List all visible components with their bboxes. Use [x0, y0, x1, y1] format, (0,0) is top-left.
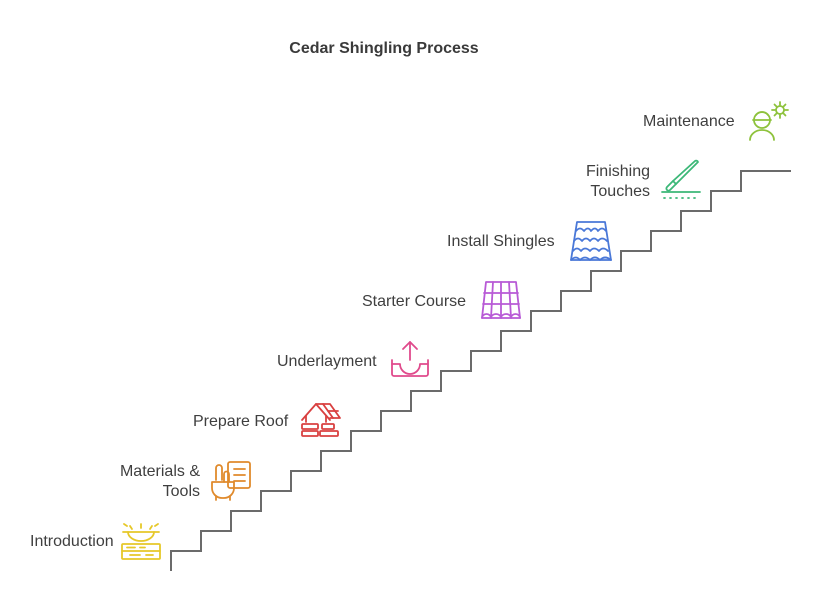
diagram-title: Cedar Shingling Process — [289, 40, 479, 57]
upload-tray-icon — [391, 341, 429, 377]
staircase-line — [170, 170, 791, 571]
knife-icon — [661, 159, 701, 199]
worker-gear-icon — [749, 101, 789, 141]
step-label-underlayment: Underlayment — [277, 353, 377, 370]
sun-plank-icon — [121, 523, 161, 560]
step-label-prepare-roof: Prepare Roof — [193, 413, 289, 430]
step-label-introduction: Introduction — [30, 533, 114, 550]
tools-list-icon — [211, 461, 251, 501]
step-label-install-shingles: Install Shingles — [447, 233, 555, 250]
step-label-finishing-touches: Finishing Touches — [585, 163, 650, 200]
shingles-icon — [570, 221, 612, 261]
step-label-starter-course: Starter Course — [362, 293, 467, 310]
roof-tiles-icon — [481, 281, 521, 319]
step-label-maintenance: Maintenance — [643, 113, 735, 130]
step-label-materials-tools: Materials & Tools — [119, 463, 200, 500]
house-roof-icon — [301, 403, 341, 437]
